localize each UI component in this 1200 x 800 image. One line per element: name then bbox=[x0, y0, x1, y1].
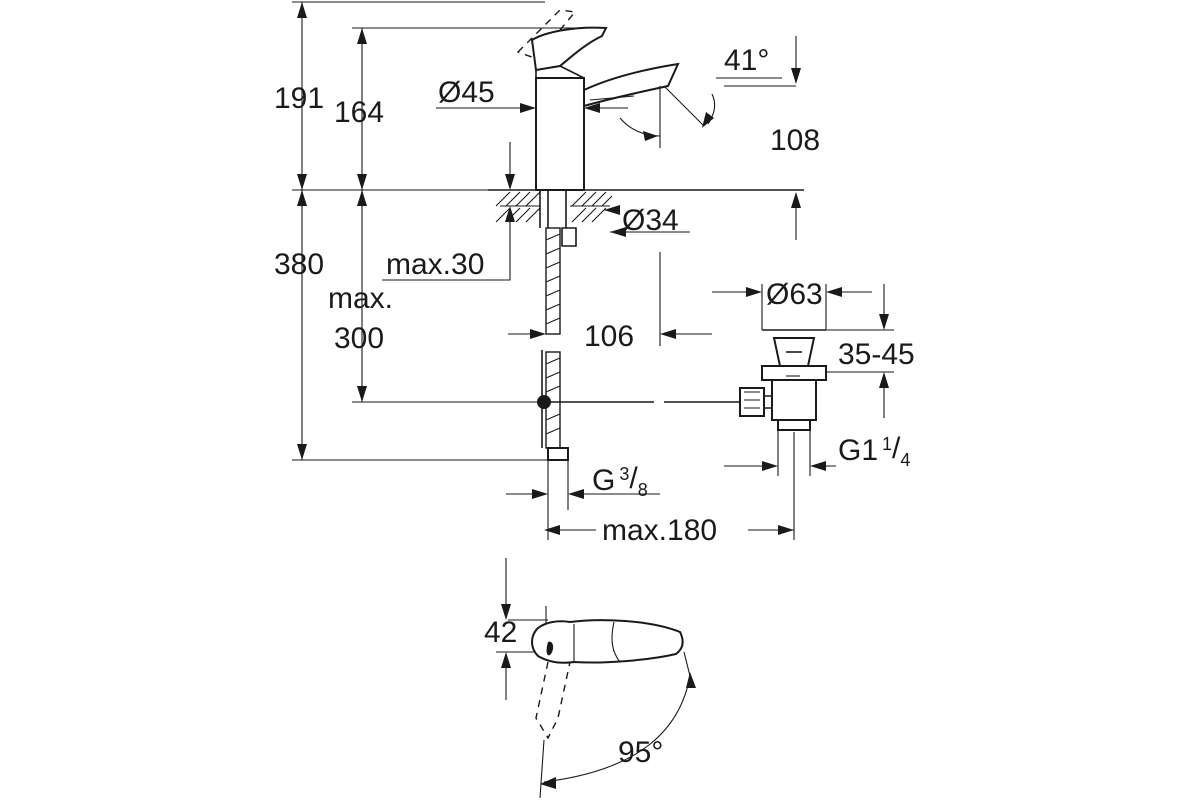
dimension-lines bbox=[292, 1, 894, 540]
label-max-depth-1: max. bbox=[328, 282, 393, 315]
faucet-top-view bbox=[496, 558, 696, 799]
label-max-depth-2: 300 bbox=[334, 322, 384, 355]
label-spout-angle: 41° bbox=[724, 44, 769, 77]
waste-assembly bbox=[739, 329, 827, 431]
label-spout-height: 164 bbox=[334, 96, 384, 129]
dimension-labels: 191 164 Ø45 41° 108 Ø34 max.30 380 max. … bbox=[274, 44, 915, 769]
label-max-length: max.180 bbox=[602, 514, 717, 547]
label-body-diameter: Ø45 bbox=[438, 76, 495, 109]
label-hole-diameter: Ø34 bbox=[622, 204, 679, 237]
label-total-height: 191 bbox=[274, 82, 324, 115]
label-deck-thickness: max.30 bbox=[386, 248, 484, 281]
label-lever-rotation: 95° bbox=[618, 736, 663, 769]
label-waste-range: 35-45 bbox=[838, 338, 915, 371]
label-lever-height: 42 bbox=[484, 616, 517, 649]
faucet-side-view bbox=[488, 9, 804, 461]
label-spout-reach: 108 bbox=[770, 124, 820, 157]
label-below-deck: 380 bbox=[274, 248, 324, 281]
label-hose-offset: 106 bbox=[584, 320, 634, 353]
label-waste-diameter: Ø63 bbox=[766, 278, 823, 311]
